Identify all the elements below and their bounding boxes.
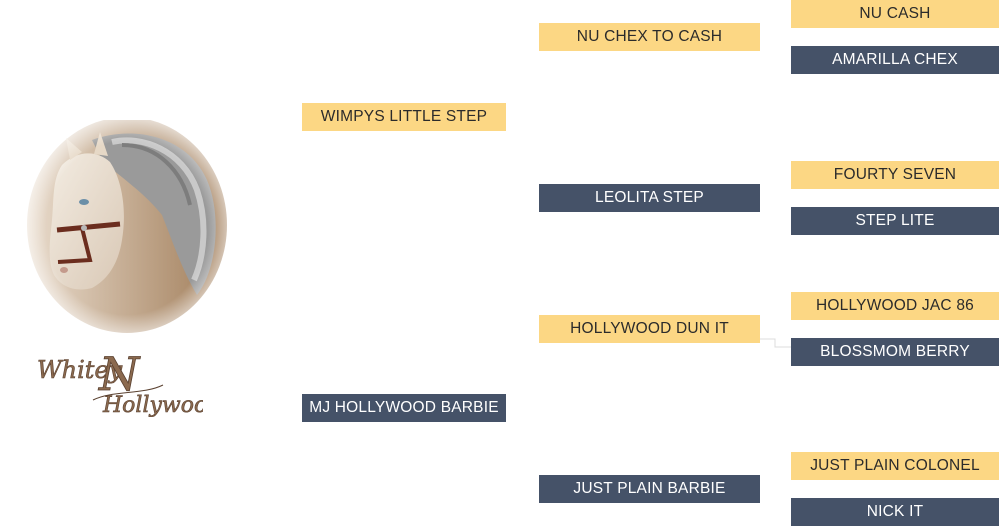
sire-dam-sire-name[interactable]: FOURTY SEVEN [791,161,999,189]
dam-dam-name[interactable]: JUST PLAIN BARBIE [539,475,760,503]
whitey-n-hollywood-logo: Whitey N Hollywood [37,347,203,419]
dam-name[interactable]: MJ HOLLYWOOD BARBIE [302,394,506,422]
sire-sire-sire-name[interactable]: NU CASH [791,0,999,28]
sire-sire-dam-name[interactable]: AMARILLA CHEX [791,46,999,74]
dam-sire-dam-name[interactable]: BLOSSMOM BERRY [791,338,999,366]
sire-name[interactable]: WIMPYS LITTLE STEP [302,103,506,131]
connector-line [760,338,791,348]
horse-photo [22,120,232,345]
svg-text:Whitey: Whitey [37,356,123,384]
dam-sire-sire-name[interactable]: HOLLYWOOD JAC 86 [791,292,999,320]
dam-sire-name[interactable]: HOLLYWOOD DUN IT [539,315,760,343]
sire-sire-name[interactable]: NU CHEX TO CASH [539,23,760,51]
sire-dam-dam-name[interactable]: STEP LITE [791,207,999,235]
svg-text:N: N [98,347,141,401]
sire-dam-name[interactable]: LEOLITA STEP [539,184,760,212]
dam-dam-sire-name[interactable]: JUST PLAIN COLONEL [791,452,999,480]
dam-dam-dam-name[interactable]: NICK IT [791,498,999,526]
svg-text:Hollywood: Hollywood [102,393,203,418]
